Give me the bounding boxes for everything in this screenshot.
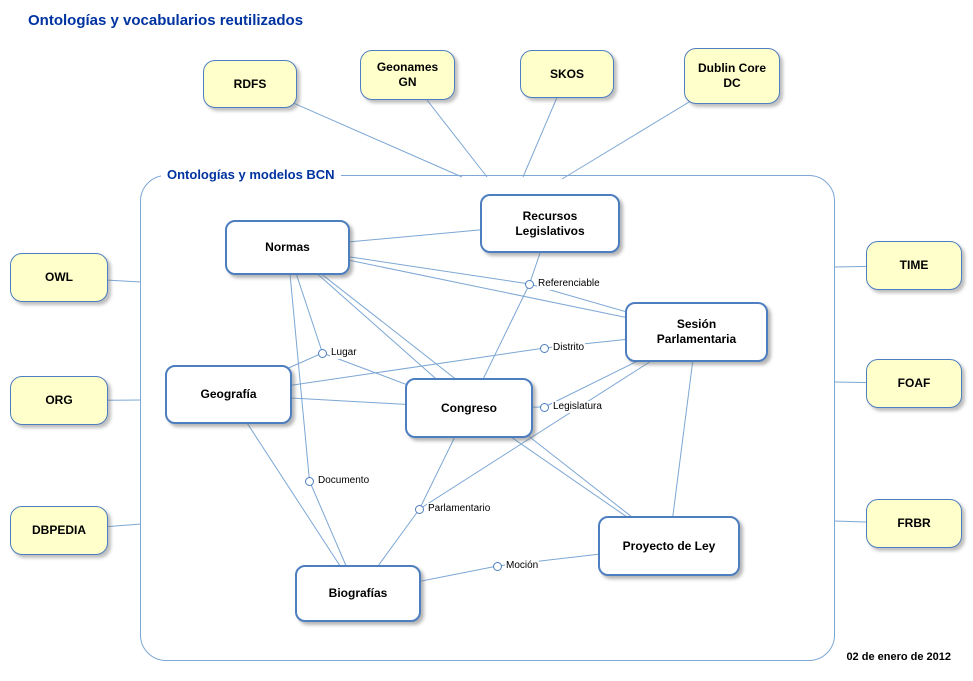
vocab-box-dublin-core: Dublin Core DC: [684, 48, 780, 104]
vocab-box-owl: OWL: [10, 253, 108, 302]
edge-normas-documento: [287, 247, 310, 482]
relation-distrito: Distrito: [540, 342, 586, 354]
model-box-biografias: Biografías: [295, 565, 421, 622]
relation-dot-icon: [525, 279, 534, 289]
model-box-normas: Normas: [225, 220, 350, 275]
relation-label: Distrito: [552, 342, 586, 354]
edge-sesion-proyecto: [668, 331, 697, 547]
vocab-box-geonames: Geonames GN: [360, 50, 455, 100]
relation-documento: Documento: [305, 475, 371, 487]
relation-referenciable: Referenciable: [525, 278, 601, 290]
date-stamp: 02 de enero de 2012: [846, 651, 951, 663]
model-box-geografia: Geografía: [165, 365, 292, 424]
relation-label: Legislatura: [552, 401, 603, 413]
vocab-box-skos: SKOS: [520, 50, 614, 98]
relation-label: Moción: [505, 560, 540, 572]
relation-dot-icon: [305, 476, 314, 486]
relation-legislatura: Legislatura: [540, 401, 603, 413]
page-title: Ontologías y vocabularios reutilizados: [28, 12, 304, 29]
vocab-box-rdfs: RDFS: [203, 60, 297, 108]
vocab-box-frbr: FRBR: [866, 499, 962, 548]
relation-dot-icon: [318, 348, 327, 358]
bcn-container-label: Ontologías y modelos BCN: [161, 167, 341, 182]
relation-dot-icon: [415, 504, 424, 514]
model-box-congreso: Congreso: [405, 378, 533, 438]
relation-label: Lugar: [330, 347, 358, 359]
relation-label: Parlamentario: [427, 503, 492, 515]
relation-dot-icon: [493, 561, 502, 571]
relation-label: Documento: [317, 475, 371, 487]
model-box-proyecto-de-ley: Proyecto de Ley: [598, 516, 740, 576]
vocab-box-foaf: FOAF: [866, 359, 962, 408]
relation-mocion: Moción: [493, 560, 540, 572]
relation-dot-icon: [540, 343, 549, 353]
vocab-box-time: TIME: [866, 241, 962, 290]
edge-geografia-biografias: [228, 394, 359, 594]
vocab-box-org: ORG: [10, 376, 108, 425]
relation-dot-icon: [540, 402, 549, 412]
bcn-container: Ontologías y modelos BCN: [140, 167, 835, 661]
model-box-recursos-legislativos: Recursos Legislativos: [480, 194, 620, 253]
relation-lugar: Lugar: [318, 347, 358, 359]
relation-label: Referenciable: [537, 278, 601, 290]
relation-parlamentario: Parlamentario: [415, 503, 492, 515]
model-box-sesion-parlamentaria: Sesión Parlamentaria: [625, 302, 768, 362]
vocab-box-dbpedia: DBPEDIA: [10, 506, 108, 555]
